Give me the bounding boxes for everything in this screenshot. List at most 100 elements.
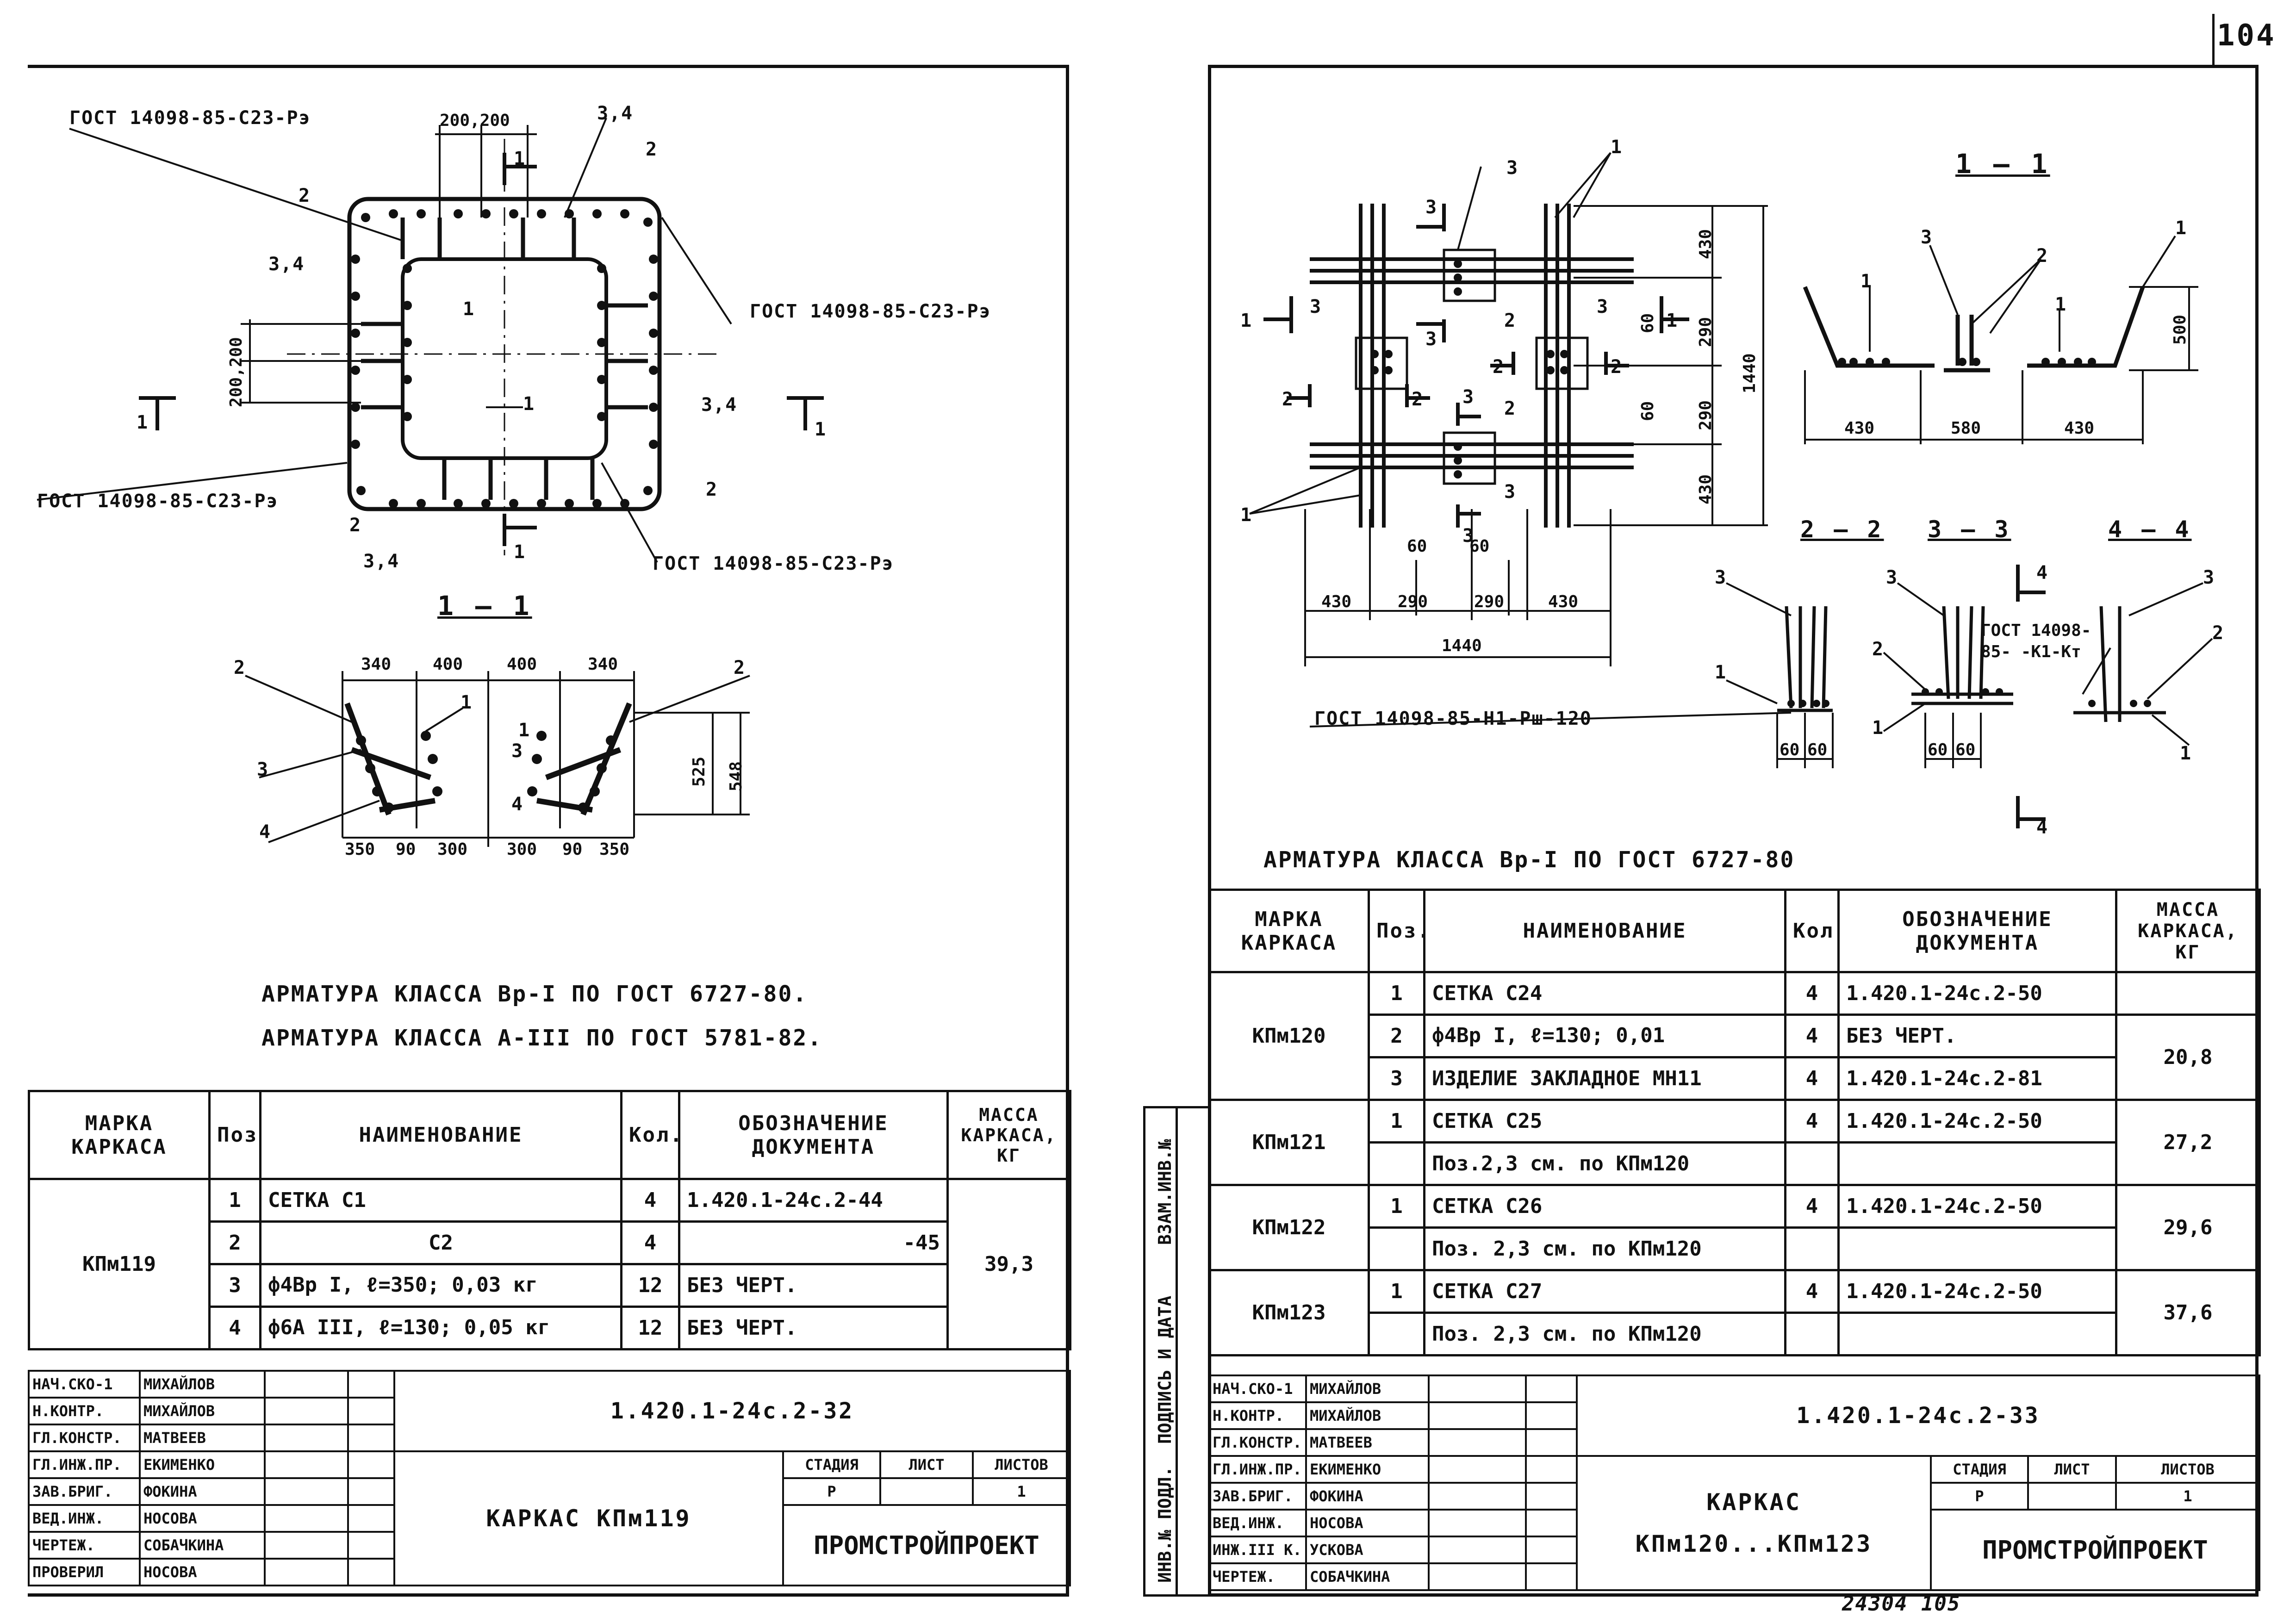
mark-cell: КПм121 [1208,1099,1370,1186]
doc-cell: -45 [678,1220,949,1265]
mass-cell: 27,2 [2115,1099,2261,1186]
section-mark: 3 [1462,525,1475,547]
signature [264,1531,349,1560]
dim-label: 340 [361,655,392,674]
pos-cell: 1 [1368,1269,1425,1314]
sheets-header: ЛИСТОВ [2115,1455,2260,1484]
signature [1428,1401,1527,1430]
gost-label: ГОСТ 14098-85- -К1-Кт [1981,621,2091,661]
stamp-name: ФОКИНА [139,1477,266,1506]
page-number: 104 [2217,19,2276,53]
signature [264,1558,349,1586]
sheets-header: ЛИСТОВ [972,1450,1071,1479]
section-mark: 4 [2036,562,2049,584]
dim-label: 430 [1696,229,1715,259]
document-code: 1.420.1-24с.2-33 [1576,1374,2260,1457]
stamp-role: Н.КОНТР. [28,1397,141,1425]
mark-label: 1 [2180,743,2192,764]
mark-label: 2 [1504,310,1517,331]
stamp-name: СОБАЧКИНА [139,1531,266,1560]
mark-label: 3 [511,740,524,762]
note-line: АРМАТУРА КЛАССА А-III ПО ГОСТ 5781-82. [261,1025,823,1051]
name-cell: Поз.2,3 см. по КПм120 [1423,1141,1786,1186]
dim-label: 60 [1955,740,1976,759]
mass-cell: 39,3 [946,1178,1071,1350]
mark-cell: КПм123 [1208,1269,1370,1356]
col-header: МАРКА КАРКАСА [1208,889,1370,973]
col-header: ОБОЗНАЧЕНИЕ ДОКУМЕНТА [1837,889,2117,973]
stamp-name: МИХАЙЛОВ [1305,1374,1430,1403]
signature [264,1477,349,1506]
mark-label: 1 [1611,137,1623,158]
dim-label: 340 [588,655,618,674]
mark-label: 1 [2175,218,2188,239]
dim-label: 430 [1844,419,1875,438]
dim-label: 300 [507,840,537,859]
dim-label: 60 [1638,313,1657,333]
name-cell: СЕТКА С27 [1423,1269,1786,1314]
stamp-role: ЗАВ.БРИГ. [1208,1482,1307,1511]
table-row: КПм123 1 СЕТКА С27 4 1.420.1-24с.2-50 37… [1208,1269,2261,1356]
stamp-name: НОСОВА [1305,1509,1430,1537]
stamp-name: СОБАЧКИНА [1305,1562,1430,1591]
mark-label: 3 [1886,567,1898,588]
name-cell: ф4Вр I, ℓ=350; 0,03 кг [259,1263,622,1308]
mass-cell: 37,6 [2115,1269,2261,1356]
dim-label: 1440 [1740,353,1759,393]
dim-label: 350 [599,840,630,859]
signature [264,1450,349,1479]
mark-label: 1 [463,298,475,320]
side-label: ВЗАМ.ИНВ.№ [1155,1139,1175,1245]
doc-cell: 1.420.1-24с.2-50 [1837,1184,2117,1229]
mark-label: 3 [2203,567,2215,588]
dim-label: 430 [1321,592,1352,611]
stamp-name: НОСОВА [139,1558,266,1586]
mark-label: 3 [1310,296,1322,317]
mass-cell-top [2115,971,2261,1016]
dim-label: 60 [1928,740,1948,759]
mark-label: 4 [511,794,524,815]
sheet-header: ЛИСТ [2027,1455,2117,1484]
dim-label: 400 [433,655,463,674]
signature [264,1424,349,1452]
pos-cell: 1 [1368,971,1425,1016]
mark-label: 3 [1506,157,1519,179]
stamp-name: МИХАЙЛОВ [139,1397,266,1425]
sheet-value [2027,1482,2117,1511]
stamp-role: ВЕД.ИНЖ. [1208,1509,1307,1537]
section-mark: 1 [137,412,149,433]
section-mark: 2 [1611,356,1623,378]
right-title-block: НАЧ.СКО-1 МИХАЙЛОВ 1.420.1-24с.2-33 Н.КО… [1208,1374,2260,1591]
pos-cell: 3 [1368,1056,1425,1101]
table-row: КПм119 1 СЕТКА С1 4 1.420.1-24с.2-44 39,… [28,1178,1071,1350]
mark-label: 1 [2055,294,2067,315]
section-mark: 3 [1425,329,1438,350]
signature [1428,1455,1527,1484]
dim-label: 90 [562,840,583,859]
document-code: 1.420.1-24с.2-32 [393,1370,1071,1452]
stamp-name: НОСОВА [139,1504,266,1533]
stamp-role: ВЕД.ИНЖ. [28,1504,141,1533]
col-header: Поз. [1368,889,1425,973]
section-mark: 2 [1493,356,1505,378]
section-mark: 1 [514,148,526,169]
mark-label: 2 [734,657,746,678]
col-header: Поз. [208,1090,261,1180]
mark-label: 1 [518,720,531,741]
mark-label: 1 [1240,504,1253,526]
name-cell: ф6А III, ℓ=130; 0,05 кг [259,1306,622,1350]
section-mark: 2 [1282,389,1294,410]
name-cell: С2 [259,1220,622,1265]
dim-label: 60 [1780,740,1800,759]
pos-cell: 2 [1368,1014,1425,1058]
mark-label: 2 [2212,622,2225,644]
table-row: КПм121 1 СЕТКА С25 4 1.420.1-24с.2-50 27… [1208,1099,2261,1186]
table-row: 2 ф4Вр I, ℓ=130; 0,01 4 БЕЗ ЧЕРТ. 20,8 [1209,1014,2261,1101]
side-label: ИНВ.№ ПОДЛ. [1155,1466,1175,1583]
page-number-rule [2212,14,2215,69]
doc-cell: БЕЗ ЧЕРТ. [678,1263,949,1308]
dim-label: 200,200 [440,111,510,130]
dim-label: 430 [1696,474,1715,504]
organization: ПРОМСТРОЙПРОЕКТ [782,1504,1071,1586]
signature [1428,1428,1527,1457]
